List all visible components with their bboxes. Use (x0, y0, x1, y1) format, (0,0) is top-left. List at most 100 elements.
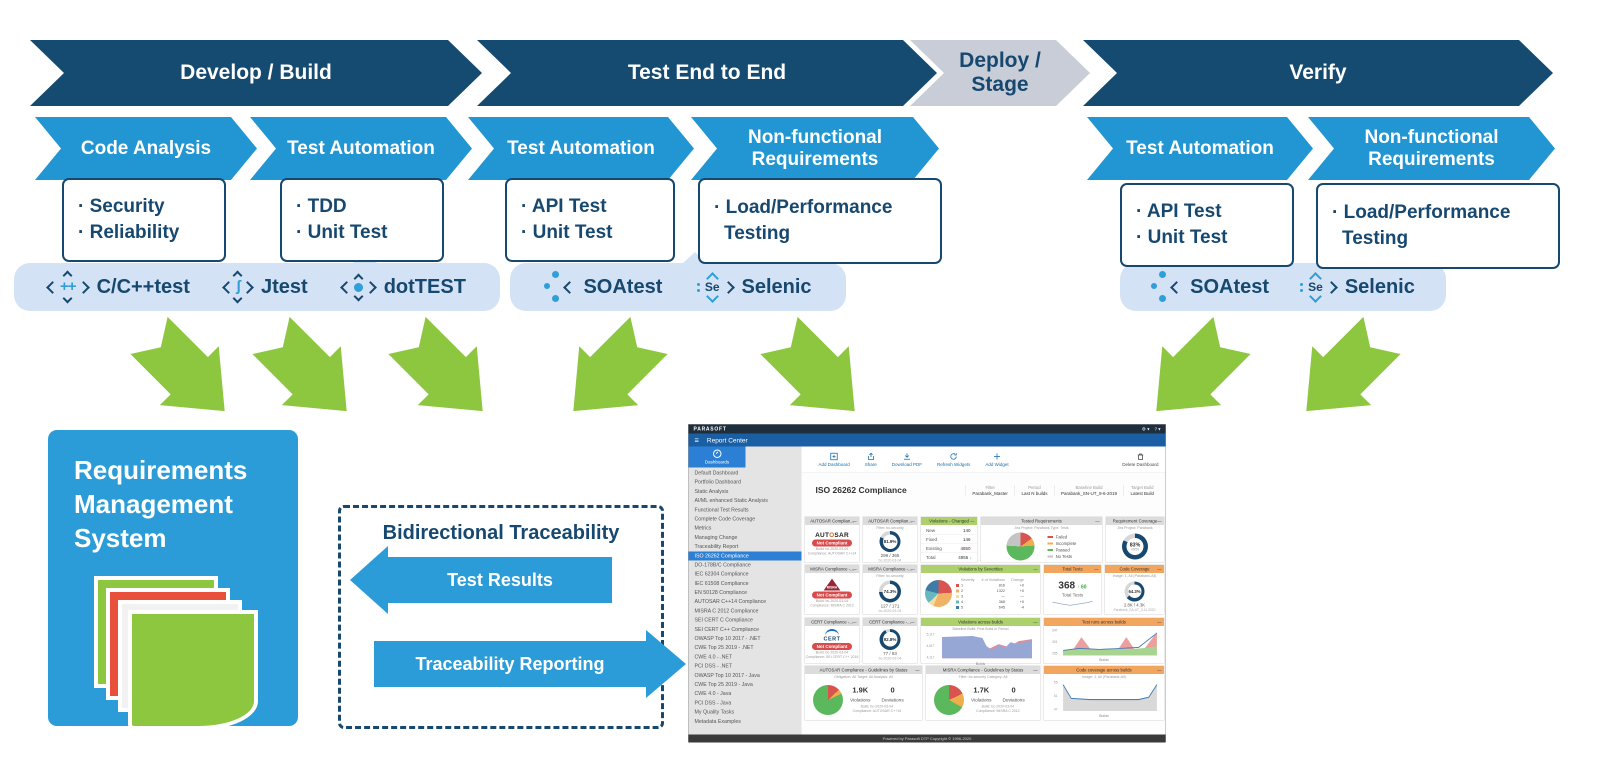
widget-code-coverage-across-builds: Code coverage across builds— Image: 1, A… (1043, 665, 1165, 721)
download-pdf-button[interactable]: Download PDF (892, 452, 922, 467)
widget-menu-icon[interactable]: — (910, 566, 915, 572)
sidebar-item[interactable]: Complete Code Coverage (694, 515, 756, 522)
widget-menu-icon[interactable]: — (1157, 566, 1162, 572)
widget-header[interactable]: Code Coverage— (1105, 565, 1164, 573)
widget-header[interactable]: MISRA Compliance -...— (863, 565, 917, 573)
sidebar-item[interactable]: Portfolio Dashboard (694, 479, 741, 486)
widget-header[interactable]: Violations across builds— (921, 618, 1040, 626)
settings-gear-icon[interactable]: ⚙ ▾ (1141, 426, 1150, 432)
widget-header[interactable]: Violations - Changed— (921, 517, 977, 525)
sidebar-item[interactable]: Static Analysis (694, 488, 729, 495)
widget-header[interactable]: Test runs across builds— (1044, 618, 1164, 626)
delete-dashboard-button[interactable]: Delete Dashboard (1122, 452, 1159, 467)
widget-menu-icon[interactable]: — (970, 518, 975, 524)
substage-label: Test Automation (1126, 137, 1274, 159)
sidebar-item[interactable]: Default Dashboard (694, 470, 739, 476)
widget-menu-icon[interactable]: — (910, 518, 915, 524)
tool-soatest: SOAtest (544, 271, 662, 303)
sidebar-item[interactable]: PCI DSS - .NET (694, 663, 733, 670)
tool-soatest: SOAtest (1151, 271, 1269, 303)
widget-header[interactable]: AUTOSAR Complian...— (863, 517, 917, 525)
sidebar-item[interactable]: Managing Change (694, 534, 738, 541)
traceability-title: Bidirectional Traceability (382, 522, 620, 544)
widget-menu-icon[interactable]: — (852, 566, 857, 572)
widget-header[interactable]: CERT Compliance -...— (863, 618, 917, 626)
widget-menu-icon[interactable]: — (1094, 566, 1099, 572)
sidebar-item[interactable]: EN 50128 Compliance (694, 589, 748, 596)
sidebar-item[interactable]: SEI CERT C++ Compliance (694, 626, 760, 633)
coverage-donut: 64.3% (1124, 581, 1145, 602)
sidebar-item[interactable]: My Quality Tasks (694, 709, 735, 716)
widget-menu-icon[interactable]: — (1033, 566, 1038, 572)
sidebar-item[interactable]: SEI CERT C Compliance (694, 617, 753, 624)
cpptest-icon: ++ (46, 270, 90, 304)
sidebar-item[interactable]: OWASP Top 10 2017 - .NET (694, 635, 761, 642)
sidebar-item[interactable]: CWE Top 25 2019 - .NET (694, 644, 754, 651)
sidebar-item[interactable]: Functional Test Results (694, 506, 749, 513)
widget-menu-icon[interactable]: — (915, 667, 920, 673)
legend-entry: No Tests (1047, 554, 1077, 559)
widget-header[interactable]: MISRA Compliance - Guidelines by Status— (926, 666, 1040, 674)
detail-item: Unit Test (1134, 225, 1284, 251)
x-axis-label: Builds (975, 662, 986, 666)
detail-item: Unit Test (519, 220, 665, 246)
total-tests-sparkline (1052, 600, 1093, 606)
widget-header[interactable]: Tested Requirements— (981, 517, 1102, 525)
widget-header[interactable]: Total Tests— (1044, 565, 1101, 573)
sidebar-item[interactable]: Metrics (694, 525, 712, 532)
add-dashboard-button[interactable]: Add Dashboard (819, 452, 850, 467)
widget-header[interactable]: CERT Compliance -...— (805, 618, 859, 626)
widget-header[interactable]: MISRA Compliance -...— (805, 565, 859, 573)
cert-logo: CERT (824, 629, 841, 642)
substage-code-analysis: Code Analysis (35, 117, 257, 180)
hamburger-menu-icon[interactable]: ≡ (694, 435, 699, 445)
sidebar-item[interactable]: AUTOSAR C++14 Compliance (694, 598, 767, 605)
add-widget-button[interactable]: Add Widget (985, 452, 1009, 467)
x-axis-label: Builds (1099, 658, 1109, 663)
widget-menu-icon[interactable]: — (1033, 619, 1038, 625)
sidebar-item[interactable]: AI/ML enhanced Static Analysis (694, 497, 768, 504)
sidebar-item[interactable]: CWE 4.0 - Java (694, 690, 732, 697)
widget-menu-icon[interactable]: — (1095, 518, 1100, 524)
widget-menu-icon[interactable]: — (852, 619, 857, 625)
widget-menu-icon[interactable]: — (1157, 619, 1162, 625)
tool-badge-group-e2e: SOAtest Se Selenic (510, 252, 846, 311)
tab-dashboards[interactable]: Dashboards (688, 446, 746, 468)
widget-menu-icon[interactable]: — (1157, 518, 1162, 524)
sidebar-item[interactable]: OWASP Top 10 2017 - Java (694, 672, 760, 679)
detail-item: API Test (519, 194, 665, 220)
share-button[interactable]: Share (865, 452, 877, 467)
sidebar-item[interactable]: IEC 62304 Compliance (694, 571, 749, 578)
tool-cpptest: ++ C/C++test (46, 270, 190, 304)
coverage-area-chart (1062, 684, 1158, 712)
sidebar-item[interactable]: PCI DSS - Java (694, 699, 732, 706)
sidebar-item[interactable]: ISO 26262 Compliance (688, 551, 802, 561)
tool-label: Jtest (260, 275, 308, 298)
widget-header[interactable]: AUTOSAR Compliance - Guidelines by Statu… (805, 666, 922, 674)
widget-header[interactable]: Requirement Coverage— (1106, 517, 1164, 525)
tool-selenic: Se Selenic (1300, 271, 1415, 303)
widget-header[interactable]: AUTOSAR Complian...— (805, 517, 859, 525)
widget-header[interactable]: Violations by Severities— (921, 565, 1040, 573)
sidebar-item[interactable]: CWE Top 25 2019 - Java (694, 681, 753, 688)
sidebar-item[interactable]: MISRA C 2012 Compliance (694, 607, 759, 614)
sidebar-item[interactable]: Metadata Examples (694, 718, 741, 725)
widget-header[interactable]: Code coverage across builds— (1044, 666, 1164, 674)
refresh-widgets-button[interactable]: Refresh Widgets (937, 452, 970, 467)
widget-menu-icon[interactable]: — (852, 518, 857, 524)
widget-menu-icon[interactable]: — (1157, 667, 1162, 673)
help-icon[interactable]: ? ▾ (1154, 426, 1161, 432)
sidebar-item[interactable]: IEC 61508 Compliance (694, 580, 749, 587)
sidebar-item[interactable]: DO-178B/C Compliance (694, 561, 751, 568)
widget-menu-icon[interactable]: — (1033, 667, 1038, 673)
widget-menu-icon[interactable]: — (910, 619, 915, 625)
sidebar-item[interactable]: CWE 4.0 - .NET (694, 653, 733, 660)
sidebar-item[interactable]: Traceability Report (694, 543, 739, 550)
